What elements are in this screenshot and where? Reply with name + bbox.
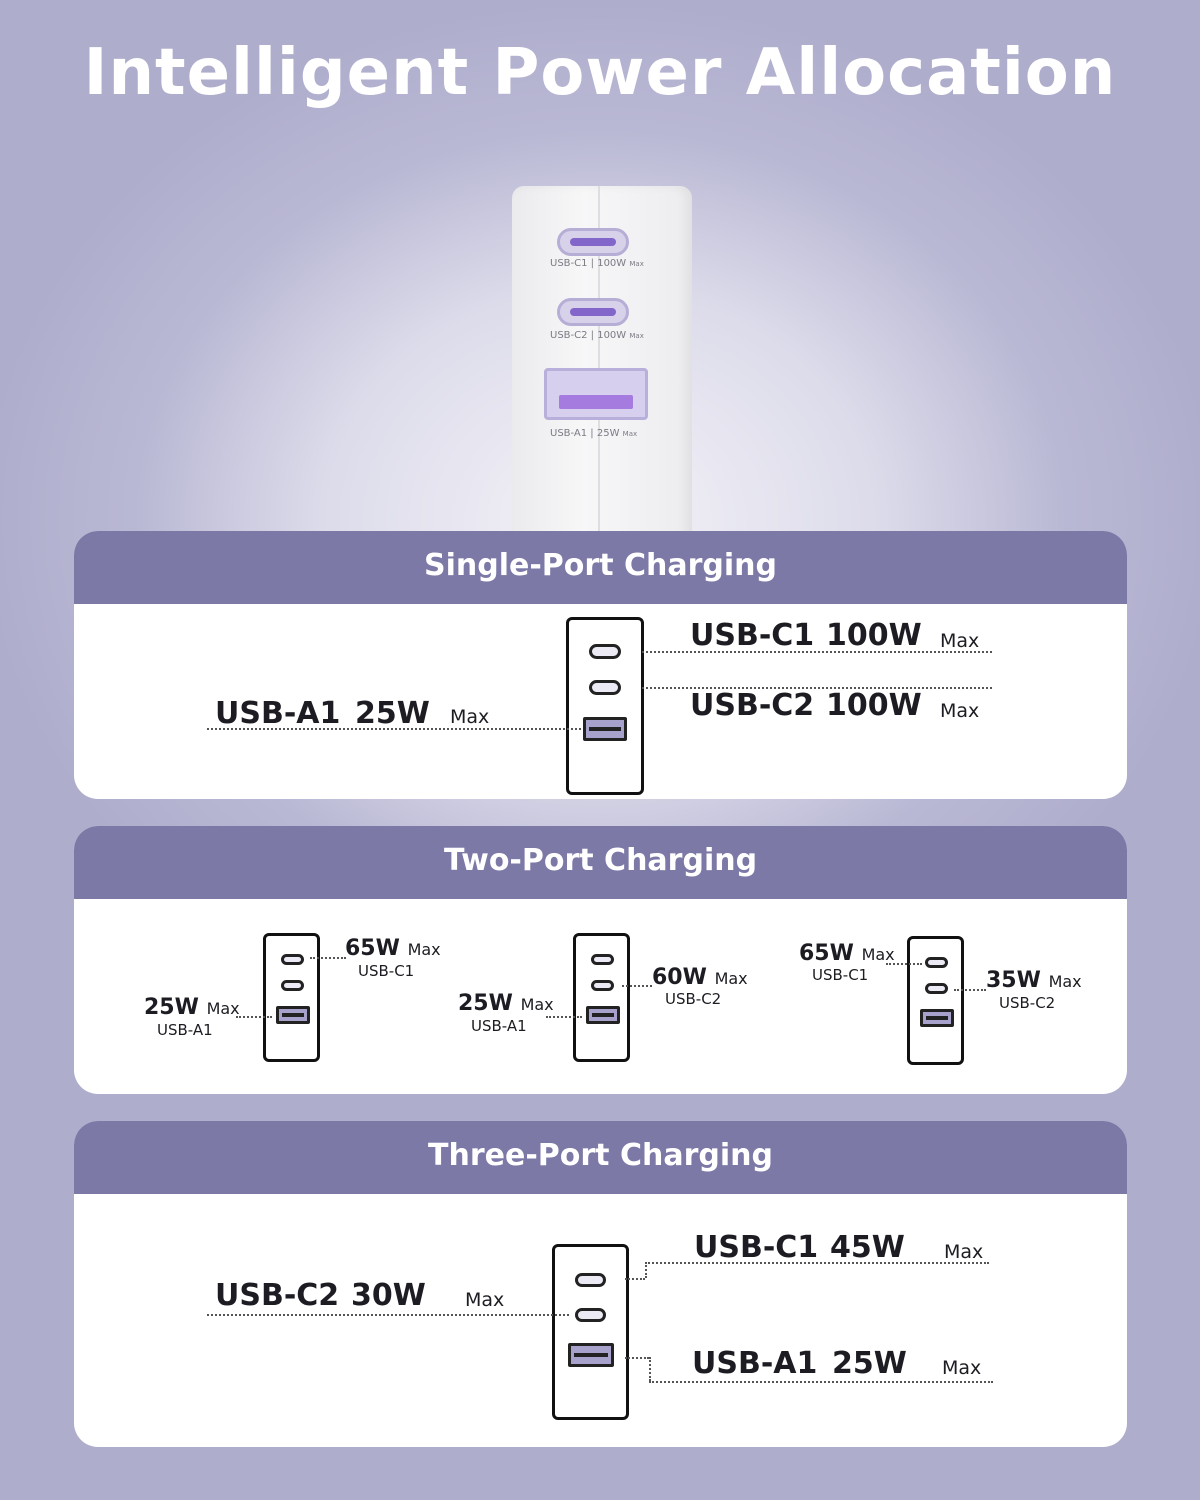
three-port-header: Three-Port Charging <box>74 1121 1127 1194</box>
leader-line <box>236 1016 272 1018</box>
a1-watt: 25W <box>355 696 430 731</box>
charger-seam <box>598 186 600 546</box>
combo3-bottom-port: USB-C2 <box>999 994 1056 1012</box>
combo1-top-watt: 65W Max <box>345 936 441 961</box>
device-diagram <box>552 1244 629 1420</box>
leader-line <box>642 687 992 689</box>
usb-c-port-icon <box>925 983 948 994</box>
c2-watt: 100W <box>826 688 922 723</box>
two-port-body: 65W Max USB-C1 25W Max USB-A1 60W Max US… <box>74 899 1127 1094</box>
c2-max: Max <box>940 700 980 722</box>
usb-c2-port-icon <box>557 298 629 326</box>
leader-line <box>642 651 992 653</box>
leader-line <box>625 1357 649 1359</box>
usb-c-port-icon <box>591 980 614 991</box>
charger-port-label-c2: USB-C2 | 100W Max <box>550 330 644 341</box>
leader-line <box>207 1314 569 1316</box>
combo1-bottom-watt: 25W Max <box>144 995 240 1020</box>
c2-port-name: USB-C2 <box>215 1278 340 1313</box>
c2-max: Max <box>465 1289 505 1311</box>
combo2-bottom-watt: 25W Max <box>458 991 554 1016</box>
a1-port-name: USB-A1 <box>215 696 341 731</box>
combo2-top-watt: 60W Max <box>652 965 748 990</box>
c1-max: Max <box>944 1241 984 1263</box>
leader-line <box>310 957 346 959</box>
usb-c-port-icon <box>591 954 614 965</box>
three-port-card: Three-Port Charging USB-C1 45W Max USB-A… <box>74 1121 1127 1447</box>
single-port-card: Single-Port Charging USB-C1 100W Max USB… <box>74 531 1127 799</box>
a1-max: Max <box>942 1357 982 1379</box>
device-diagram <box>263 933 320 1062</box>
usb-c-port-icon <box>575 1308 606 1322</box>
combo2-top-port: USB-C2 <box>665 990 722 1008</box>
usb-c-port-icon <box>281 954 304 965</box>
c1-max: Max <box>940 630 980 652</box>
c1-port-name: USB-C1 <box>690 618 815 653</box>
page-title: Intelligent Power Allocation <box>83 36 1117 110</box>
charger-port-label-c1: USB-C1 | 100W Max <box>550 258 644 269</box>
single-port-body: USB-C1 100W Max USB-C2 100W Max USB-A1 2… <box>74 604 1127 799</box>
charger-image: USB-C1 | 100W Max USB-C2 | 100W Max USB-… <box>512 186 692 546</box>
leader-line <box>622 985 652 987</box>
combo1-top-port: USB-C1 <box>358 962 415 980</box>
device-diagram <box>573 933 630 1062</box>
a1-watt: 25W <box>832 1346 907 1381</box>
usb-a1-port-icon <box>544 368 648 420</box>
c1-port-name: USB-C1 <box>694 1230 819 1265</box>
leader-line <box>625 1278 645 1280</box>
leader-line <box>649 1357 651 1381</box>
c1-watt: 45W <box>830 1230 905 1265</box>
usb-a-port-icon <box>920 1009 954 1027</box>
combo2-bottom-port: USB-A1 <box>471 1017 527 1035</box>
usb-a-port-icon <box>568 1343 614 1367</box>
charger-port-label-a1: USB-A1 | 25W Max <box>550 428 638 439</box>
usb-c-port-icon <box>925 957 948 968</box>
three-port-body: USB-C1 45W Max USB-A1 25W Max USB-C2 30W… <box>74 1194 1127 1447</box>
combo3-top-watt: 65W Max <box>799 941 895 966</box>
leader-line <box>886 963 922 965</box>
usb-a-port-icon <box>276 1006 310 1024</box>
leader-line <box>645 1262 647 1278</box>
two-port-card: Two-Port Charging 65W Max USB-C1 25W Max… <box>74 826 1127 1094</box>
leader-line <box>649 1381 993 1383</box>
leader-line <box>546 1016 582 1018</box>
device-diagram <box>907 936 964 1065</box>
usb-c1-port-icon <box>557 228 629 256</box>
c1-watt: 100W <box>826 618 922 653</box>
usb-c-port-icon <box>589 644 621 659</box>
a1-port-name: USB-A1 <box>692 1346 818 1381</box>
combo3-bottom-watt: 35W Max <box>986 968 1082 993</box>
usb-c-port-icon <box>575 1273 606 1287</box>
a1-max: Max <box>450 706 490 728</box>
c2-port-name: USB-C2 <box>690 688 815 723</box>
combo3-top-port: USB-C1 <box>812 966 869 984</box>
leader-line <box>954 989 986 991</box>
device-diagram <box>566 617 644 795</box>
single-port-header: Single-Port Charging <box>74 531 1127 604</box>
c2-watt: 30W <box>351 1278 426 1313</box>
leader-line <box>645 1262 989 1264</box>
usb-a-port-icon <box>586 1006 620 1024</box>
two-port-header: Two-Port Charging <box>74 826 1127 899</box>
combo1-bottom-port: USB-A1 <box>157 1021 213 1039</box>
usb-c-port-icon <box>589 680 621 695</box>
usb-a-port-icon <box>583 717 627 741</box>
leader-line <box>207 728 581 730</box>
usb-c-port-icon <box>281 980 304 991</box>
